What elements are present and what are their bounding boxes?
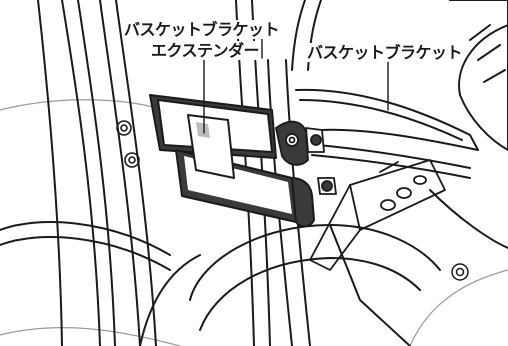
bottom-bolt [451,263,469,281]
headlamp-shape [449,0,508,151]
fender-curve [189,189,508,346]
left-bolts [116,120,140,168]
mounting-clamp [275,120,337,195]
label-bracket-extender-line1: バスケットブラケット [123,20,281,39]
label-bracket-extender-line2: エクステンダー [150,41,261,60]
leader-lines [203,37,389,134]
adjustable-strap [309,159,446,271]
basket-bracket-outline [295,88,479,179]
label-basket-bracket: バスケットブラケット [306,43,464,62]
bracket-extender [149,94,315,228]
